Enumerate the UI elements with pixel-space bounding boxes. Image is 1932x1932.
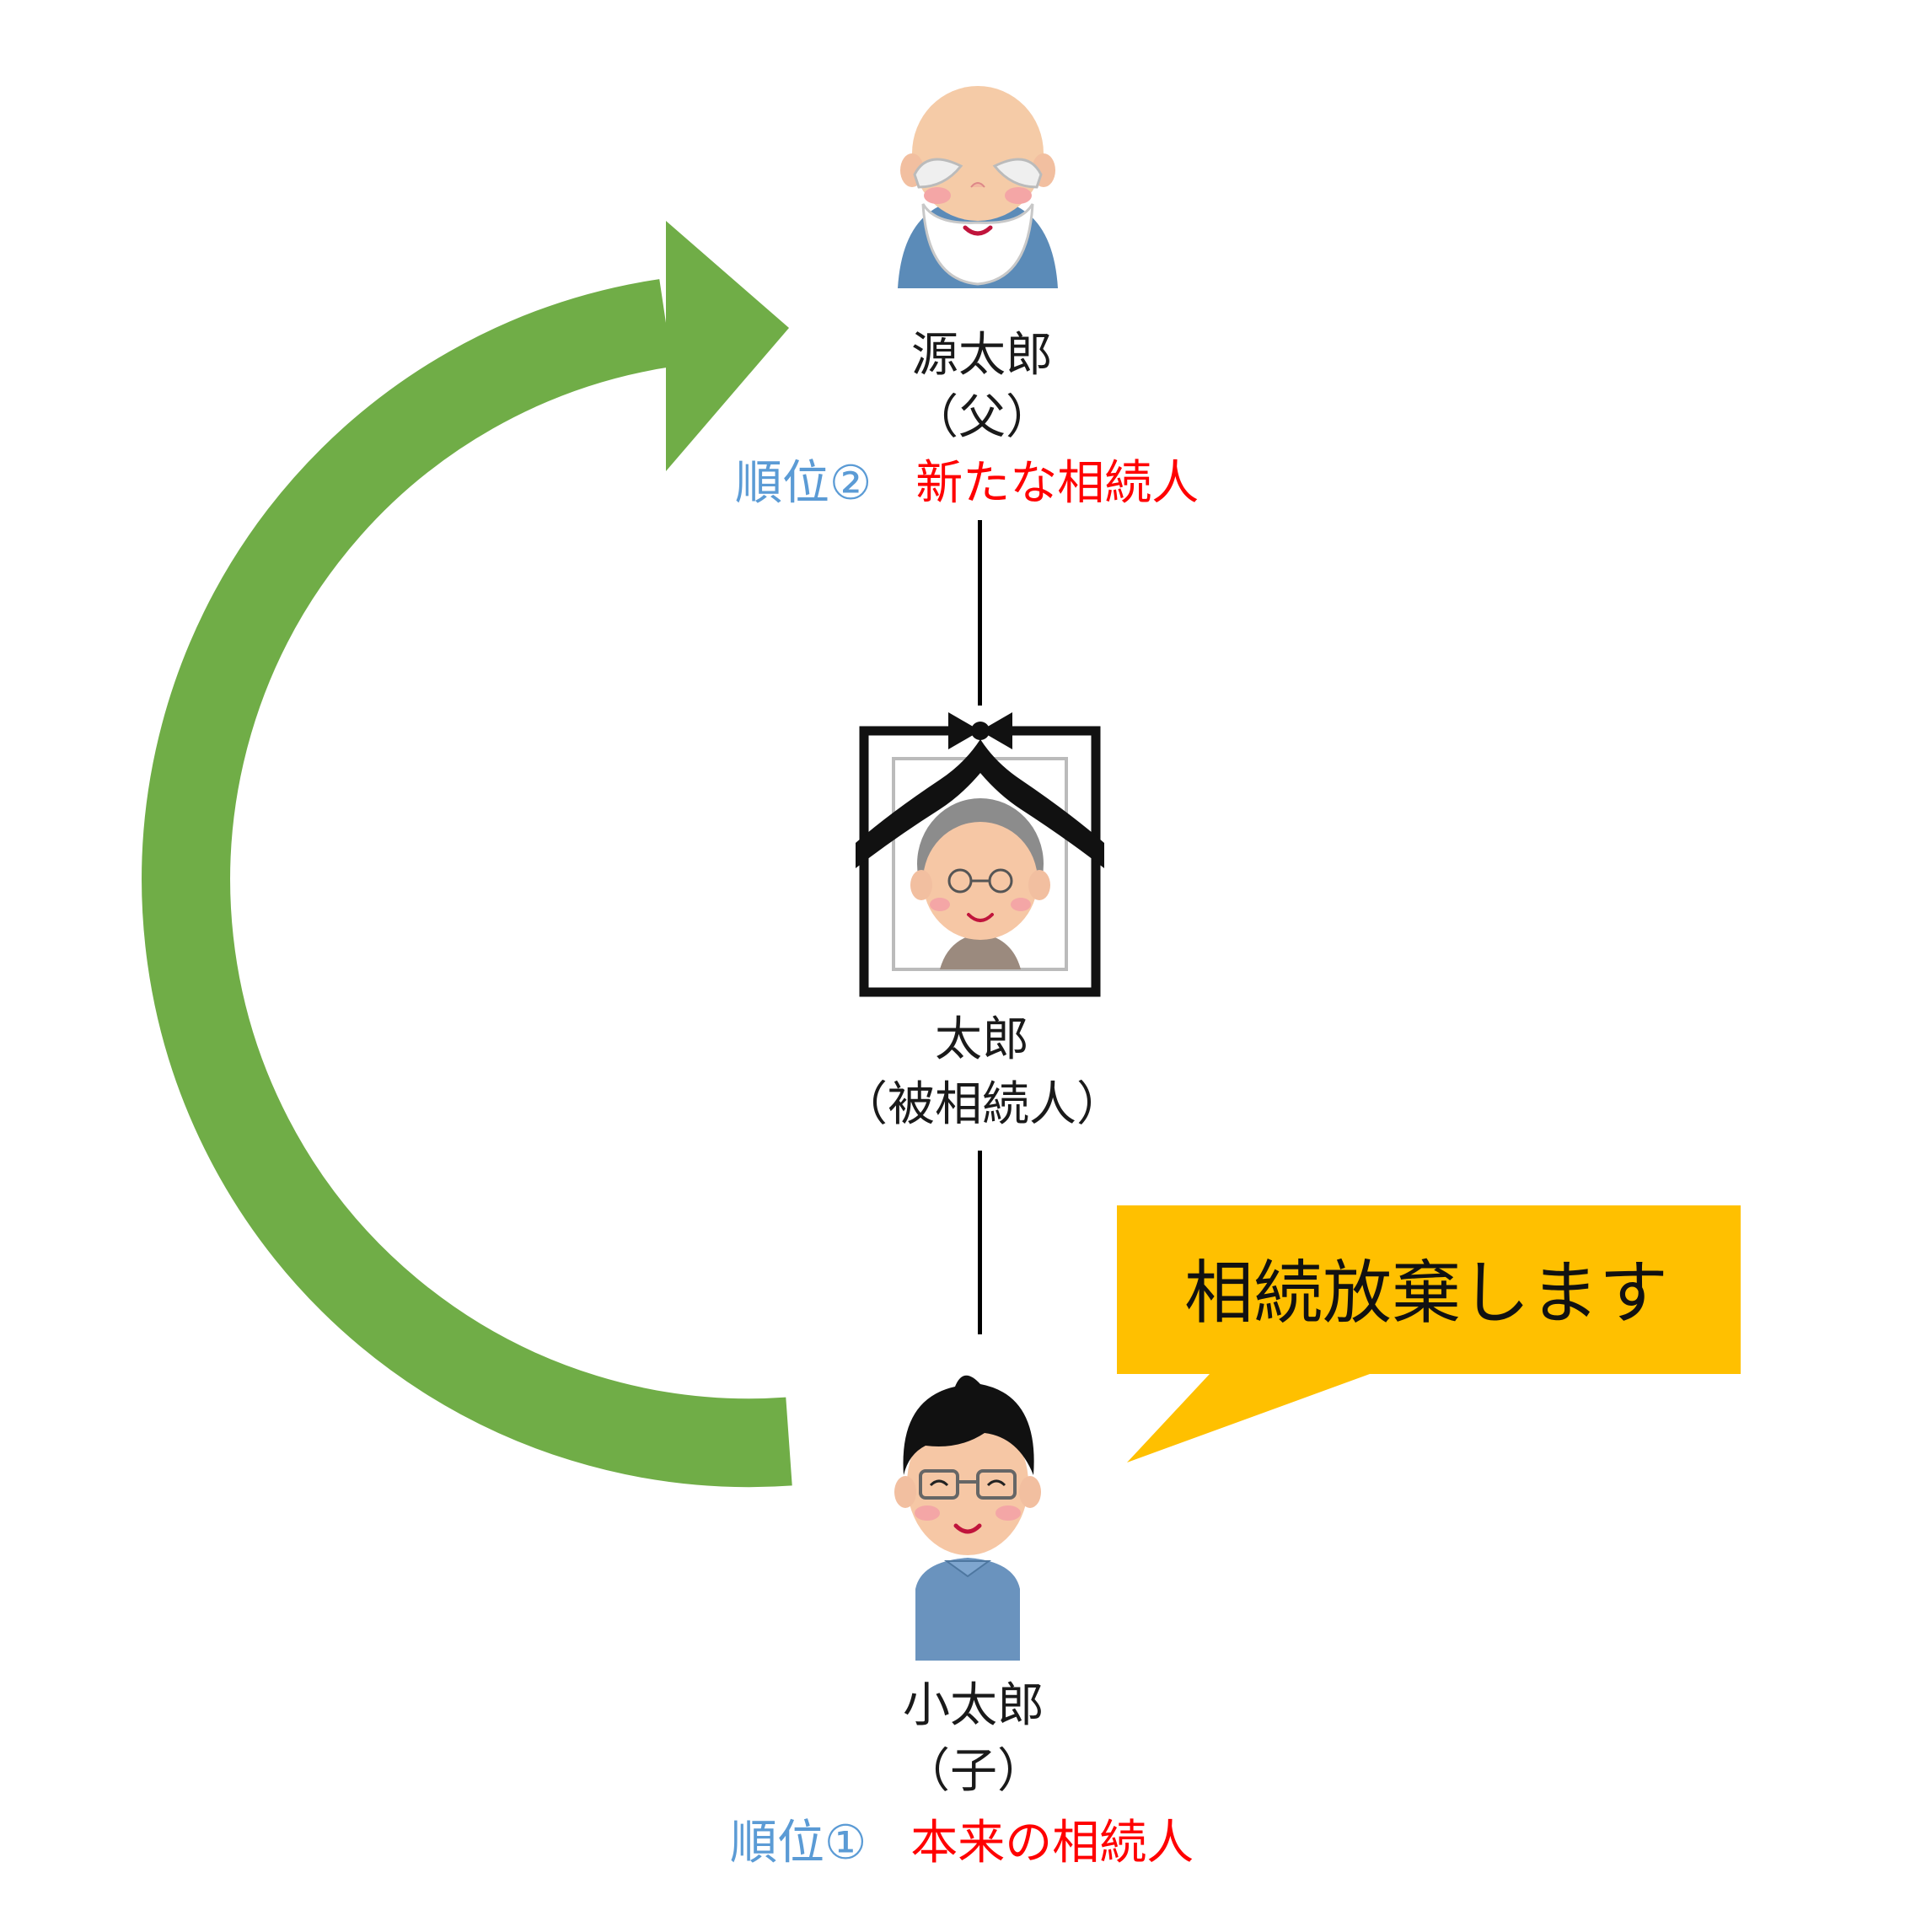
- grandfather-rank-row: 順位② 新たな相続人: [735, 451, 1199, 517]
- grandfather-bald-beard-icon: [898, 86, 1058, 288]
- speech-callout: [1117, 1205, 1741, 1462]
- deceased-name: 太郎: [935, 1012, 1029, 1067]
- deceased-relation: （被相続人）: [840, 1077, 1124, 1132]
- connector-line-top: [978, 520, 982, 706]
- grandfather-name: 源太郎: [911, 328, 1053, 383]
- callout-text: 相続放棄します: [1184, 1253, 1669, 1334]
- grandfather-rank: 順位②: [735, 456, 872, 511]
- grandfather-relation: （父）: [911, 390, 1053, 445]
- child-rank: 順位①: [730, 1816, 867, 1870]
- memorial-portrait-icon: [856, 712, 1104, 997]
- child-rank-row: 順位① 本来の相続人: [730, 1811, 1194, 1876]
- grandfather-role: 新たな相続人: [915, 456, 1199, 511]
- child-role: 本来の相続人: [910, 1816, 1194, 1870]
- child-name: 小太郎: [903, 1678, 1044, 1733]
- connector-line-bottom: [978, 1151, 982, 1334]
- man-glasses-icon: [894, 1375, 1041, 1661]
- child-relation: （子）: [903, 1744, 1044, 1799]
